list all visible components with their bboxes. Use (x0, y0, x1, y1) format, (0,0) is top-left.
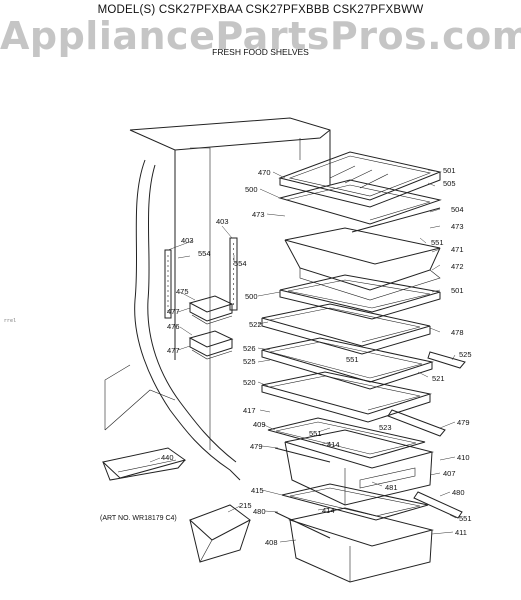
callout-417: 417 (243, 406, 256, 415)
callout-475: 475 (176, 287, 189, 296)
callout-479: 479 (457, 418, 470, 427)
door-bin-440 (101, 447, 187, 481)
callout-551-d: 551 (459, 514, 472, 523)
callout-411: 411 (455, 528, 467, 537)
shelf-rail-right (229, 237, 238, 311)
callout-478: 478 (451, 328, 464, 337)
callout-477-b: 477 (167, 346, 180, 355)
callout-476: 476 (167, 322, 180, 331)
callout-526: 526 (243, 344, 256, 353)
callout-554: 554 (198, 249, 211, 258)
callout-410: 410 (457, 453, 470, 462)
callout-470: 470 (258, 168, 271, 177)
callout-415: 415 (251, 486, 264, 495)
callout-520: 520 (243, 378, 256, 387)
callout-525: 525 (459, 350, 472, 359)
watermark-logo: AppliancePartsPros.com (0, 14, 521, 58)
snack-bin-lower (188, 330, 234, 360)
callout-409: 409 (253, 420, 266, 429)
callout-408: 408 (265, 538, 278, 547)
callout-500: 500 (245, 185, 258, 194)
callout-labels: 501 505 504 473 551 471 472 501 478 525 … (161, 166, 472, 547)
callout-551-c: 551 (309, 429, 322, 438)
callout-522: 522 (249, 320, 262, 329)
callout-215: 215 (239, 501, 252, 510)
callout-501-b: 501 (451, 286, 464, 295)
callout-551: 551 (431, 238, 444, 247)
shelf-support-frame (261, 303, 466, 369)
callout-471: 471 (451, 245, 464, 254)
callout-480-b: 480 (253, 507, 266, 516)
art-number: (ART NO. WR18179 C4) (100, 515, 177, 522)
shelf-frame-lower (261, 371, 446, 437)
callout-414: 414 (327, 440, 340, 449)
deep-tray (284, 227, 441, 301)
snack-bin-upper (188, 295, 234, 325)
callout-523: 523 (379, 423, 392, 432)
crisper-drawer-lower (274, 507, 434, 583)
margin-mark: rrel (4, 318, 17, 324)
callout-504: 504 (451, 205, 464, 214)
callout-479-b: 479 (250, 442, 263, 451)
callout-403: 403 (181, 236, 194, 245)
callout-440: 440 (161, 453, 174, 462)
crisper-cover-upper (267, 417, 426, 459)
callout-407: 407 (443, 469, 456, 478)
crisper-drawer-upper (274, 429, 434, 506)
glass-shelf-lower (261, 337, 434, 390)
callout-473-b: 473 (252, 210, 265, 219)
callout-525-b: 525 (243, 357, 256, 366)
callout-500-b: 500 (245, 292, 258, 301)
callout-554-b: 554 (234, 259, 247, 268)
callout-501: 501 (443, 166, 456, 175)
callout-403-b: 403 (216, 217, 229, 226)
callout-477: 477 (167, 307, 180, 316)
callout-472: 472 (451, 262, 464, 271)
door-bin-215 (189, 504, 251, 563)
callout-480: 480 (452, 488, 465, 497)
crisper-cover-lower (281, 483, 463, 521)
callout-521: 521 (432, 374, 445, 383)
section-title: FRESH FOOD SHELVES (212, 47, 309, 57)
callout-551-b: 551 (346, 355, 359, 364)
model-numbers: MODEL(S) CSK27PFXBAA CSK27PFXBBB CSK27PF… (97, 4, 424, 16)
shelf-frame-upper (278, 179, 442, 233)
callout-481: 481 (385, 483, 398, 492)
glass-shelf-middle (279, 274, 441, 320)
callout-505: 505 (443, 179, 456, 188)
callout-473: 473 (451, 222, 464, 231)
leader-lines (149, 169, 457, 543)
cabinet-liner (104, 117, 331, 481)
callout-414-b: 414 (322, 506, 335, 515)
